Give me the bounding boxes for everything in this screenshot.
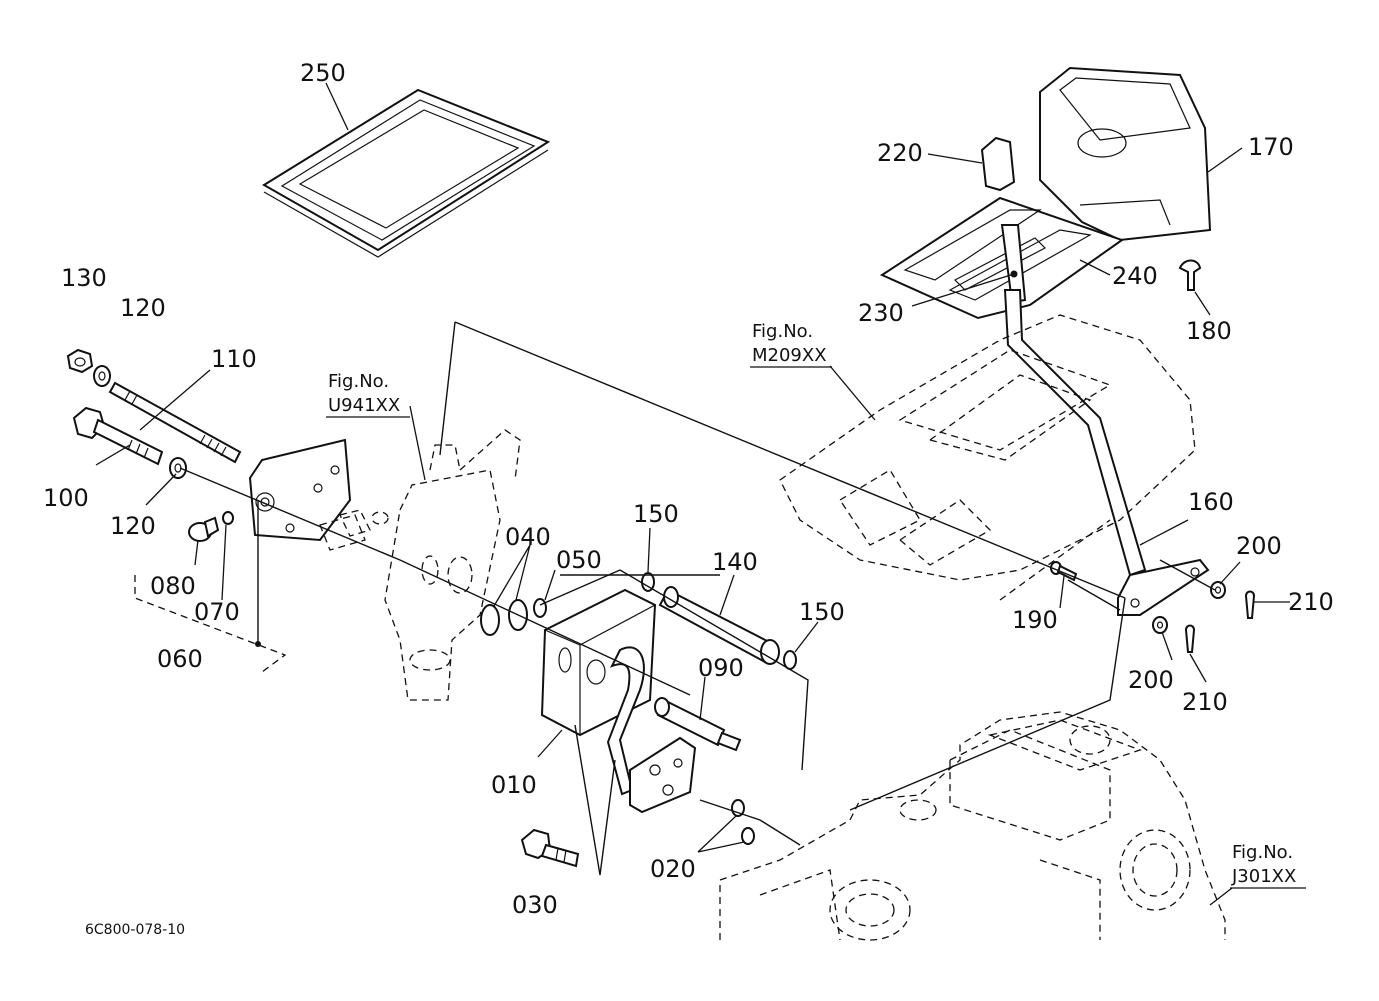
leader-lines (95, 82, 1290, 906)
part-130-nut (66, 348, 94, 374)
part-210-cotter-a (1244, 590, 1256, 619)
part-170-console (1039, 66, 1212, 242)
part-060-flange (248, 438, 352, 542)
ghost-j301-housing (719, 711, 1226, 941)
label-150-left: 150 (633, 500, 679, 528)
label-130: 130 (61, 264, 107, 292)
svg-text:U941XX: U941XX (328, 395, 400, 416)
label-050: 050 (556, 546, 602, 574)
label-120-bottom: 120 (110, 512, 156, 540)
svg-text:Fig.No.: Fig.No. (328, 371, 389, 392)
ghost-m209-fender (779, 314, 1196, 601)
label-060: 060 (157, 645, 203, 673)
part-160-lever (1003, 289, 1210, 616)
drawing-code: 6C800-078-10 (85, 922, 185, 938)
figure-ref-u941: Fig.No. U941XX (326, 371, 410, 418)
label-100: 100 (43, 484, 89, 512)
part-150-oring-a (641, 572, 655, 592)
part-030-bolt (520, 828, 580, 868)
part-050-oring (533, 598, 547, 618)
ghost-u941-valve (319, 429, 521, 701)
label-070: 070 (194, 598, 240, 626)
label-030: 030 (512, 891, 558, 919)
label-250: 250 (300, 59, 346, 87)
label-160: 160 (1188, 488, 1234, 516)
label-140: 140 (712, 548, 758, 576)
assembly-lines (134, 321, 1216, 876)
label-110: 110 (211, 345, 257, 373)
part-labels: 250 220 170 240 230 180 130 120 110 100 … (43, 59, 1334, 919)
label-150-right: 150 (799, 598, 845, 626)
part-210-cotter-b (1184, 624, 1196, 653)
label-200-bottom: 200 (1128, 666, 1174, 694)
part-010-block (540, 588, 697, 814)
label-120-top: 120 (120, 294, 166, 322)
part-180-screw (1178, 259, 1202, 291)
part-120-washer-bottom (169, 457, 187, 479)
label-020: 020 (650, 855, 696, 883)
part-020-orings (731, 799, 755, 845)
svg-text:Fig.No.: Fig.No. (1232, 842, 1293, 863)
label-210-top: 210 (1288, 588, 1334, 616)
svg-text:J301XX: J301XX (1231, 866, 1296, 887)
part-120-washer-top (93, 365, 111, 387)
label-200-top: 200 (1236, 532, 1282, 560)
part-080-plug (188, 516, 220, 542)
svg-text:M209XX: M209XX (752, 345, 827, 366)
label-170: 170 (1248, 133, 1294, 161)
label-010: 010 (491, 771, 537, 799)
part-040-orings (480, 599, 528, 636)
label-240: 240 (1112, 262, 1158, 290)
part-090-fitting (654, 697, 742, 752)
label-080: 080 (150, 572, 196, 600)
part-110-stud (108, 381, 242, 464)
part-200-washer-b (1152, 616, 1168, 634)
label-210-bottom: 210 (1182, 688, 1228, 716)
part-100-bolt (72, 406, 164, 466)
figure-ref-m209: Fig.No. M209XX (750, 321, 832, 368)
label-180: 180 (1186, 317, 1232, 345)
label-220: 220 (877, 139, 923, 167)
figure-ref-j301: Fig.No. J301XX (1230, 842, 1306, 889)
label-190: 190 (1012, 606, 1058, 634)
label-040: 040 (505, 523, 551, 551)
label-090: 090 (698, 654, 744, 682)
svg-text:Fig.No.: Fig.No. (752, 321, 813, 342)
part-200-washer-a (1210, 581, 1226, 599)
part-070-oring (222, 511, 234, 525)
part-250-manual (262, 88, 551, 258)
label-230: 230 (858, 299, 904, 327)
